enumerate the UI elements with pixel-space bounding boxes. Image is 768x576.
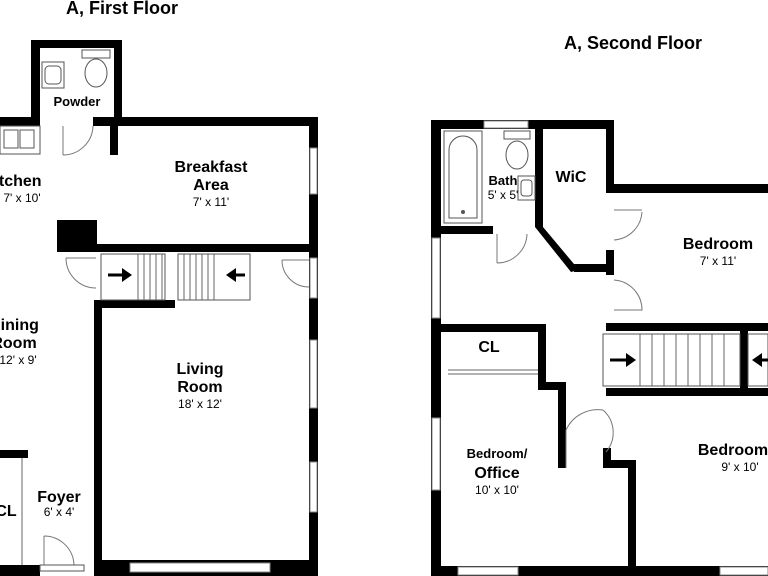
breakfast-label-line2: Area [193,177,229,194]
bedroom1-label: Bedroom [683,236,753,253]
foyer-threshold [39,564,85,572]
first-floor-stair-right [177,253,251,301]
foyer-door-swing [43,535,75,566]
stair-arrow-left-icon [747,333,768,387]
first-floor: A, First Floor Powder itchen 7' x 10' Br… [0,0,318,576]
bathtub [443,130,483,224]
bedroom2-dims: 9' x 10' [721,460,758,474]
stair-arrow-left-icon [226,268,245,282]
kitchen-dims: 7' x 10' [3,191,40,205]
first-floor-closet-label: CL [0,503,17,520]
breakfast-label-line1: Breakfast [175,159,249,176]
first-floor-title: A, First Floor [66,0,178,18]
bath-door-swing [496,233,528,264]
first-floor-stair-left [100,253,166,301]
living-label-line2: Room [177,379,222,396]
dining-label-line1: Dining [0,317,39,334]
living-label-line1: Living [176,361,223,378]
bath-label: Bath [489,173,518,188]
kitchen-label: itchen [0,173,42,190]
office-dims: 10' x 10' [475,483,519,497]
office-door-swing [565,409,604,468]
living-dims: 18' x 12' [178,397,222,411]
wic-diagonal-wall [535,227,579,272]
living-door-swing [281,259,310,288]
stair-arrow-right-icon [108,268,132,282]
wic-door-swing [613,209,643,241]
powder-door-swing [62,125,94,156]
bedroom2-label: Bedroom [698,442,768,459]
stair-arrow-right-icon [610,353,636,367]
wic-label: WiC [556,169,587,186]
office-label-line1: Bedroom/ [467,446,528,461]
second-floor: A, Second Floor Bath 5' x 5' WiC Bedroom… [431,33,768,576]
powder-sink [41,61,65,89]
second-floor-title: A, Second Floor [564,33,702,53]
bath-dims: 5' x 5' [488,188,519,202]
bath-sink [517,175,536,201]
foyer-label: Foyer [37,489,81,506]
breakfast-dims: 7' x 11' [193,195,229,209]
foyer-dims: 6' x 4' [44,505,75,519]
bedroom1-dims: 7' x 11' [700,254,736,268]
office-label-line2: Office [474,465,519,482]
kitchen-counter [0,125,41,155]
powder-label: Powder [54,94,101,109]
bedroom2-door-swing [602,409,614,453]
second-floor-closet-label: CL [478,339,500,356]
bath-toilet [503,130,531,170]
pantry-door-swing [65,257,97,289]
dining-dims: 12' x 9' [0,353,37,367]
dining-label-line2: Room [0,335,37,352]
powder-toilet [81,49,111,88]
bedroom1-door-swing [613,279,643,311]
powder-room-walls [31,40,122,126]
second-floor-windows [431,120,768,576]
